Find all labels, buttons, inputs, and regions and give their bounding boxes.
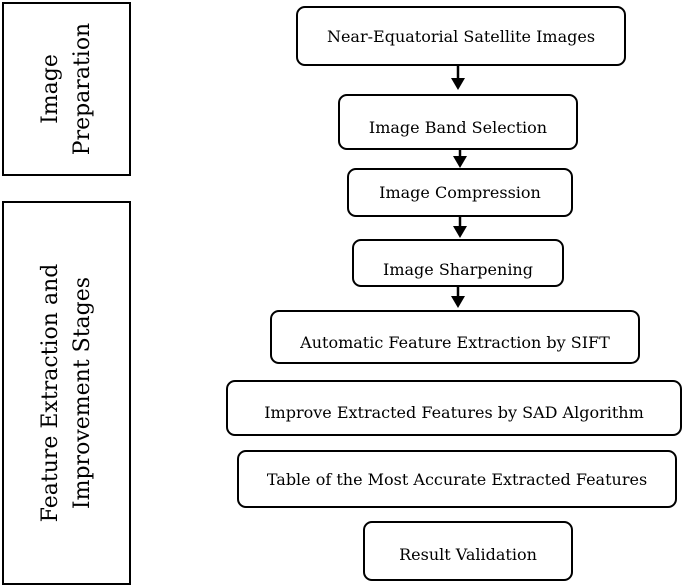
arrow-4 [451,287,465,308]
step-image-sharpening-label: Image Sharpening [383,259,533,279]
feature-stages-line1: Feature Extraction and [37,263,63,523]
arrow-3 [453,217,467,238]
step-image-sharpening: Image Sharpening [352,239,564,287]
image-preparation-label: Image Preparation [35,23,99,155]
step-sift-extraction-label: Automatic Feature Extraction by SIFT [300,332,610,352]
image-preparation-box: Image Preparation [2,2,131,176]
step-satellite-images-label: Near-Equatorial Satellite Images [326,26,596,46]
step-satellite-images: Near-Equatorial Satellite Images [296,6,626,66]
feature-stages-box: Feature Extraction and Improvement Stage… [2,201,131,585]
arrow-1 [451,66,465,90]
step-accurate-features-table-label: Table of the Most Accurate Extracted Fea… [266,469,648,489]
step-result-validation: Result Validation [363,521,573,581]
step-image-compression: Image Compression [347,168,573,217]
step-sift-extraction: Automatic Feature Extraction by SIFT [270,310,640,364]
step-sad-improvement-label: Improve Extracted Features by SAD Algori… [264,402,644,422]
image-preparation-line1: Image [37,54,63,124]
step-band-selection-label: Image Band Selection [368,117,548,137]
step-sad-improvement: Improve Extracted Features by SAD Algori… [226,380,682,436]
step-band-selection: Image Band Selection [338,94,578,150]
step-accurate-features-table: Table of the Most Accurate Extracted Fea… [237,450,677,508]
feature-stages-line2: Improvement Stages [69,276,95,510]
image-preparation-line2: Preparation [69,22,95,156]
step-image-compression-label: Image Compression [379,183,541,202]
feature-stages-label: Feature Extraction and Improvement Stage… [35,264,99,523]
arrow-2 [453,150,467,168]
step-result-validation-label: Result Validation [399,544,537,564]
